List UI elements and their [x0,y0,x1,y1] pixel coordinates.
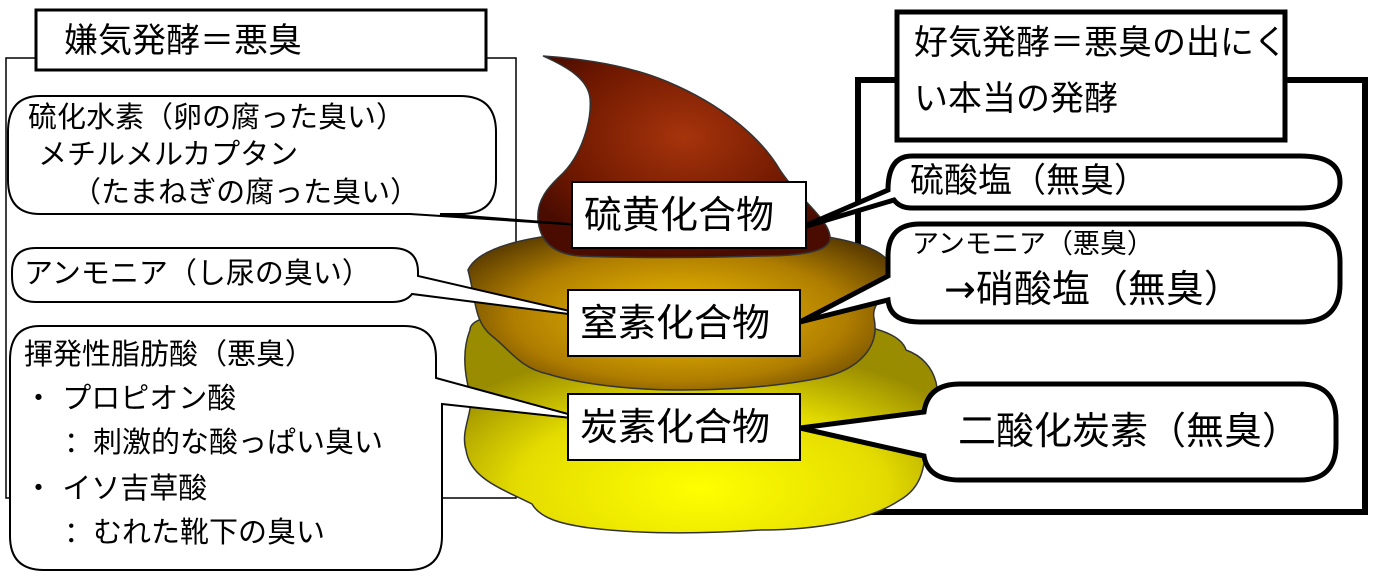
callout-left-sulfur-line-3: （たまねぎの腐った臭い） [72,175,420,209]
callout-right-carbon-line-1: 二酸化炭素（無臭） [958,409,1301,453]
callout-left-carbon-line-5: ：むれた靴下の臭い [64,515,326,549]
compound-label-nitrogen: 窒素化合物 [580,301,771,345]
callout-left-carbon-line-4: ・ イソ吉草酸 [24,471,208,505]
callout-left-carbon-line-3: ：刺激的な酸っぱい臭い [64,425,384,459]
compound-label-sulfur: 硫黄化合物 [584,193,775,237]
callout-right-sulfur [799,153,1343,231]
callout-left-nitrogen-line-1: アンモニア（し尿の臭い） [24,256,371,290]
compound-box-sulfur [571,181,807,249]
right-panel-title-box [894,9,1288,143]
callout-right-nitrogen [798,221,1343,325]
left-panel-title: 嫌気発酵＝悪臭 [64,21,302,61]
callout-right-carbon [799,381,1339,483]
callout-left-carbon-line-2: ・ プロピオン酸 [24,381,237,415]
right-panel-title-line-2: い本当の発酵 [914,79,1118,119]
callout-left-sulfur-line-2: メチルメルカプタン [38,137,299,171]
compound-label-carbon: 炭素化合物 [580,405,771,449]
callout-left-sulfur [7,95,597,227]
right-panel-title-line-1: 好気発酵＝悪臭の出にく [914,23,1288,63]
callout-right-sulfur-line-1: 硫酸塩（無臭） [910,161,1148,201]
callout-left-nitrogen [11,247,601,319]
compound-box-carbon [567,393,801,461]
compound-box-nitrogen [567,289,801,357]
callout-left-sulfur-line-1: 硫化水素（卵の腐った臭い） [28,100,406,134]
callout-left-carbon [9,325,591,571]
callout-left-carbon-line-1: 揮発性脂肪酸（悪臭） [24,337,315,371]
left-panel-title-box [34,8,488,72]
callout-right-nitrogen-line-2: →硝酸塩（無臭） [944,267,1242,311]
callout-right-nitrogen-line-1: アンモニア（悪臭） [912,229,1154,260]
